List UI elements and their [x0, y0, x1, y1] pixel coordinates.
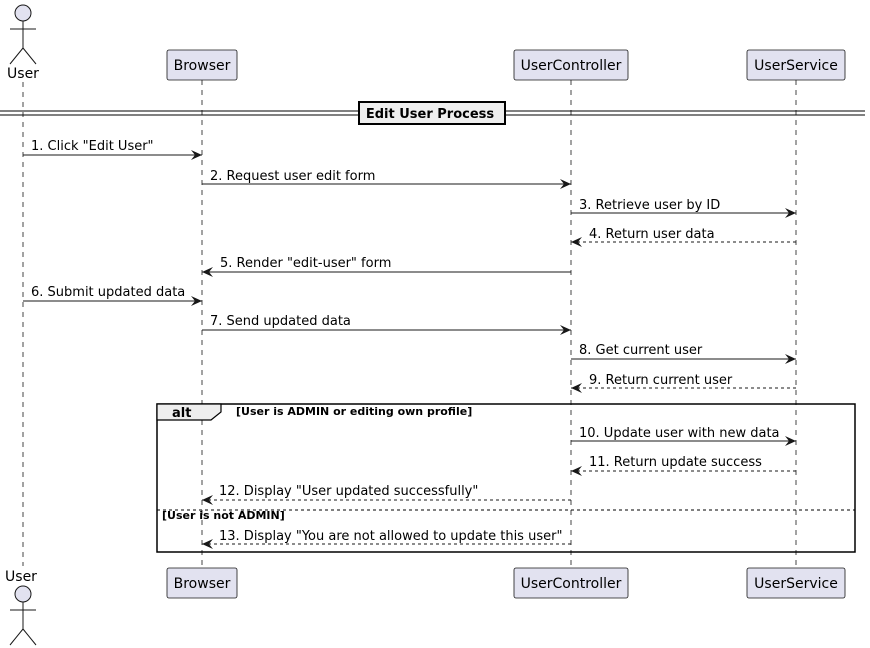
participant-browser-bottom-label: Browser — [174, 576, 231, 592]
actor-user-top: User — [7, 4, 39, 82]
message-10: 10. Update user with new data — [571, 426, 796, 446]
actor-user-bottom: User — [5, 569, 37, 646]
stick-figure-icon — [9, 4, 37, 65]
participant-usercontroller-bottom-label: UserController — [521, 576, 622, 592]
process-separator: Edit User Process — [0, 101, 865, 125]
message-6-label: 6. Submit updated data — [31, 285, 185, 300]
alt-keyword: alt — [172, 406, 191, 421]
message-10-label: 10. Update user with new data — [579, 426, 780, 441]
participant-userservice-label: UserService — [754, 58, 838, 74]
alt-guard-1: [User is ADMIN or editing own profile] — [236, 405, 472, 418]
message-11: 11. Return update success — [571, 455, 796, 476]
actor-user-bottom-label: User — [5, 569, 37, 585]
message-12: 12. Display "User updated successfully" — [202, 484, 571, 505]
message-3-label: 3. Retrieve user by ID — [579, 198, 720, 213]
message-2-label: 2. Request user edit form — [210, 169, 375, 184]
message-5: 5. Render "edit-user" form — [202, 256, 571, 277]
message-4: 4. Return user data — [571, 227, 796, 247]
alt-guard-2: [User is not ADMIN] — [162, 509, 285, 522]
message-5-label: 5. Render "edit-user" form — [220, 256, 391, 271]
message-9: 9. Return current user — [571, 373, 796, 393]
message-6: 6. Submit updated data — [23, 285, 202, 306]
message-3: 3. Retrieve user by ID — [571, 198, 796, 218]
message-2: 2. Request user edit form — [202, 169, 571, 189]
participant-browser-bottom: Browser — [166, 567, 238, 599]
stick-figure-icon — [9, 585, 37, 646]
message-8: 8. Get current user — [571, 343, 796, 364]
participant-usercontroller-top: UserController — [513, 49, 629, 81]
message-7-label: 7. Send updated data — [210, 314, 351, 329]
message-1-label: 1. Click "Edit User" — [31, 139, 154, 154]
separator-label: Edit User Process — [366, 107, 495, 122]
actor-user-label: User — [7, 66, 39, 82]
message-1: 1. Click "Edit User" — [23, 139, 202, 160]
message-8-label: 8. Get current user — [579, 343, 703, 358]
message-9-label: 9. Return current user — [589, 373, 733, 388]
alt-frame: alt [User is ADMIN or editing own profil… — [156, 403, 856, 553]
message-11-label: 11. Return update success — [589, 455, 762, 470]
message-13-label: 13. Display "You are not allowed to upda… — [219, 529, 562, 544]
participant-browser-label: Browser — [174, 58, 231, 74]
message-12-label: 12. Display "User updated successfully" — [219, 484, 478, 499]
participant-browser-top: Browser — [166, 49, 238, 81]
participant-usercontroller-label: UserController — [521, 58, 622, 74]
participant-usercontroller-bottom: UserController — [513, 567, 629, 599]
message-13: 13. Display "You are not allowed to upda… — [202, 529, 571, 549]
participant-userservice-top: UserService — [746, 49, 846, 81]
participant-userservice-bottom: UserService — [746, 567, 846, 599]
participant-userservice-bottom-label: UserService — [754, 576, 838, 592]
message-7: 7. Send updated data — [202, 314, 571, 335]
message-4-label: 4. Return user data — [589, 227, 715, 242]
